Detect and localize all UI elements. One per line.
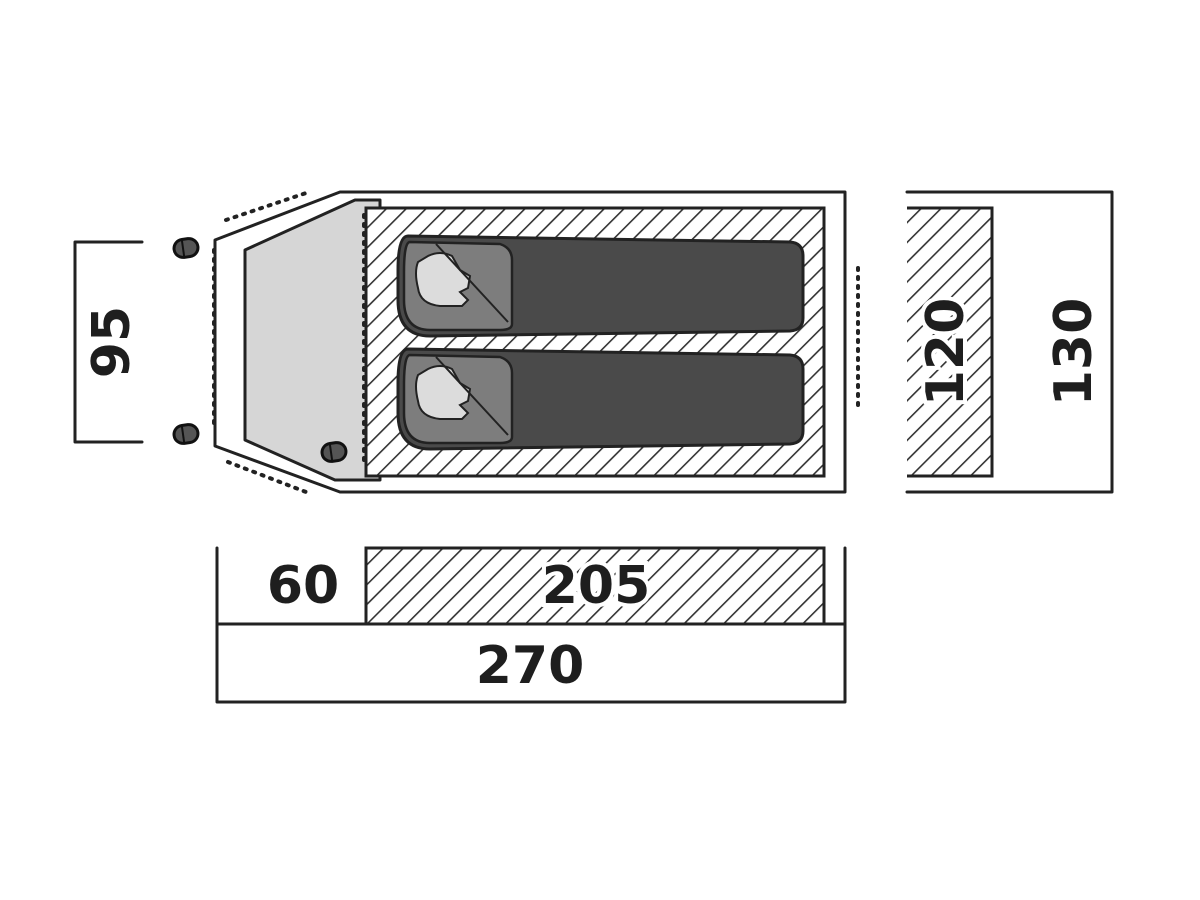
outer-tent-outline [213, 190, 847, 494]
sleeping-bag-icon [396, 234, 805, 338]
dimension-label-130: 130 [1044, 298, 1104, 407]
dimension-label-205: 205 [542, 556, 651, 616]
dimension-bracket-95 [73, 240, 144, 444]
tent-peg-icon [319, 439, 349, 465]
vestibule-area [243, 198, 382, 482]
inner-end-view [907, 206, 994, 478]
dimension-label-270: 270 [476, 636, 585, 696]
dimension-label-60: 60 [267, 556, 339, 616]
sleeping-bag-icon [396, 347, 805, 451]
tent-peg-icon [171, 421, 201, 447]
dimension-label-120: 120 [916, 298, 976, 407]
outer-end-view [905, 190, 1114, 494]
inner-length-bar [364, 546, 826, 626]
tent-peg-icon [171, 235, 201, 261]
dimension-label-95: 95 [82, 306, 142, 378]
upper-dotted-edge [224, 191, 308, 222]
